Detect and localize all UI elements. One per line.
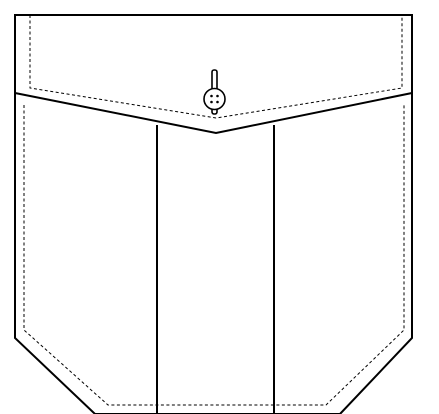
button-hole — [210, 100, 213, 104]
button-disc — [203, 87, 226, 111]
flap-button — [203, 69, 226, 115]
button-hole — [210, 94, 213, 98]
button-hole — [216, 100, 219, 104]
body-topstitch — [23, 105, 405, 406]
pocket-flap-edge — [14, 92, 413, 135]
pocket-outline — [14, 14, 413, 414]
button-hole — [216, 94, 219, 98]
flap-topstitch — [29, 15, 403, 119]
